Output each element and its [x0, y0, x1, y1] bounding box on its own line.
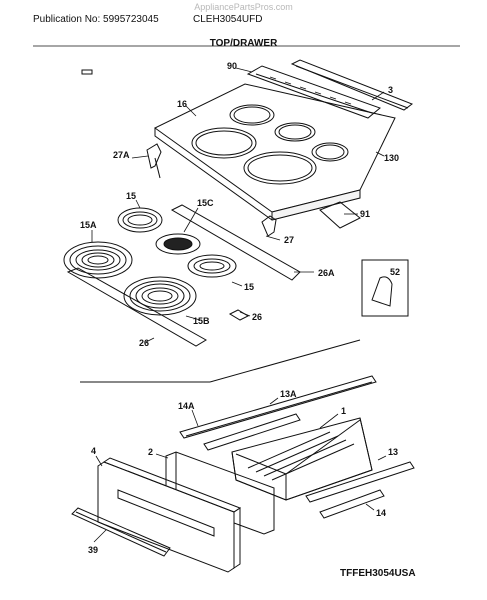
label-13A: 13A	[280, 389, 297, 399]
label-52: 52	[390, 267, 400, 277]
label-15-right: 15	[244, 282, 254, 292]
drawer-slide-14	[319, 489, 385, 519]
note-symbol	[81, 69, 93, 75]
back-rail	[290, 59, 414, 111]
part-labels: 90 3 16 130 27A 91 27 15 15C 15A 26A 52 …	[80, 61, 400, 555]
label-3: 3	[388, 85, 393, 95]
label-15A: 15A	[80, 220, 97, 230]
drawer-handle-39	[71, 507, 171, 557]
label-39: 39	[88, 545, 98, 555]
element-15-right	[187, 254, 237, 278]
element-15a	[63, 241, 133, 279]
label-14A: 14A	[178, 401, 195, 411]
label-4: 4	[91, 446, 96, 456]
label-2: 2	[148, 447, 153, 457]
label-91: 91	[360, 209, 370, 219]
drawer-front-4	[97, 457, 242, 573]
label-26A: 26A	[318, 268, 335, 278]
label-1: 1	[341, 406, 346, 416]
label-15C: 15C	[197, 198, 214, 208]
label-15B: 15B	[193, 316, 210, 326]
label-130: 130	[384, 153, 399, 163]
cooktop-glass	[154, 83, 396, 221]
diagram-code: TFFEH3054USA	[340, 568, 416, 579]
part-52-box	[361, 259, 409, 317]
model-number: CLEH3054UFD	[193, 14, 263, 25]
label-26-right: 26	[252, 312, 262, 322]
publication-number: Publication No: 5995723045	[33, 14, 159, 25]
label-27: 27	[284, 235, 294, 245]
drawer-slide-14a	[179, 375, 377, 439]
label-15-left: 15	[126, 191, 136, 201]
section-title: TOP/DRAWER	[209, 38, 278, 49]
clip-27	[261, 215, 277, 237]
control-trim	[246, 65, 381, 119]
bracket-26-right	[228, 309, 250, 321]
drawer-body	[231, 417, 373, 501]
plate-91	[319, 201, 361, 229]
separator-diagonal	[209, 339, 361, 383]
part-52-icon	[371, 276, 393, 307]
label-26-lower: 26	[139, 338, 149, 348]
label-16: 16	[177, 99, 187, 109]
element-15b	[123, 276, 197, 316]
element-15c	[155, 233, 201, 255]
bracket-26-lower	[66, 267, 207, 347]
leader-lines	[91, 67, 387, 543]
label-90: 90	[227, 61, 237, 71]
label-14: 14	[376, 508, 386, 518]
element-15-left	[117, 207, 163, 233]
drawer-slide-13	[305, 461, 415, 503]
bracket-27a	[146, 143, 162, 179]
label-13: 13	[388, 447, 398, 457]
label-27A: 27A	[113, 150, 130, 160]
watermark: AppliancePartsPros.com	[194, 2, 293, 12]
drawer-slide-13a	[203, 413, 301, 451]
